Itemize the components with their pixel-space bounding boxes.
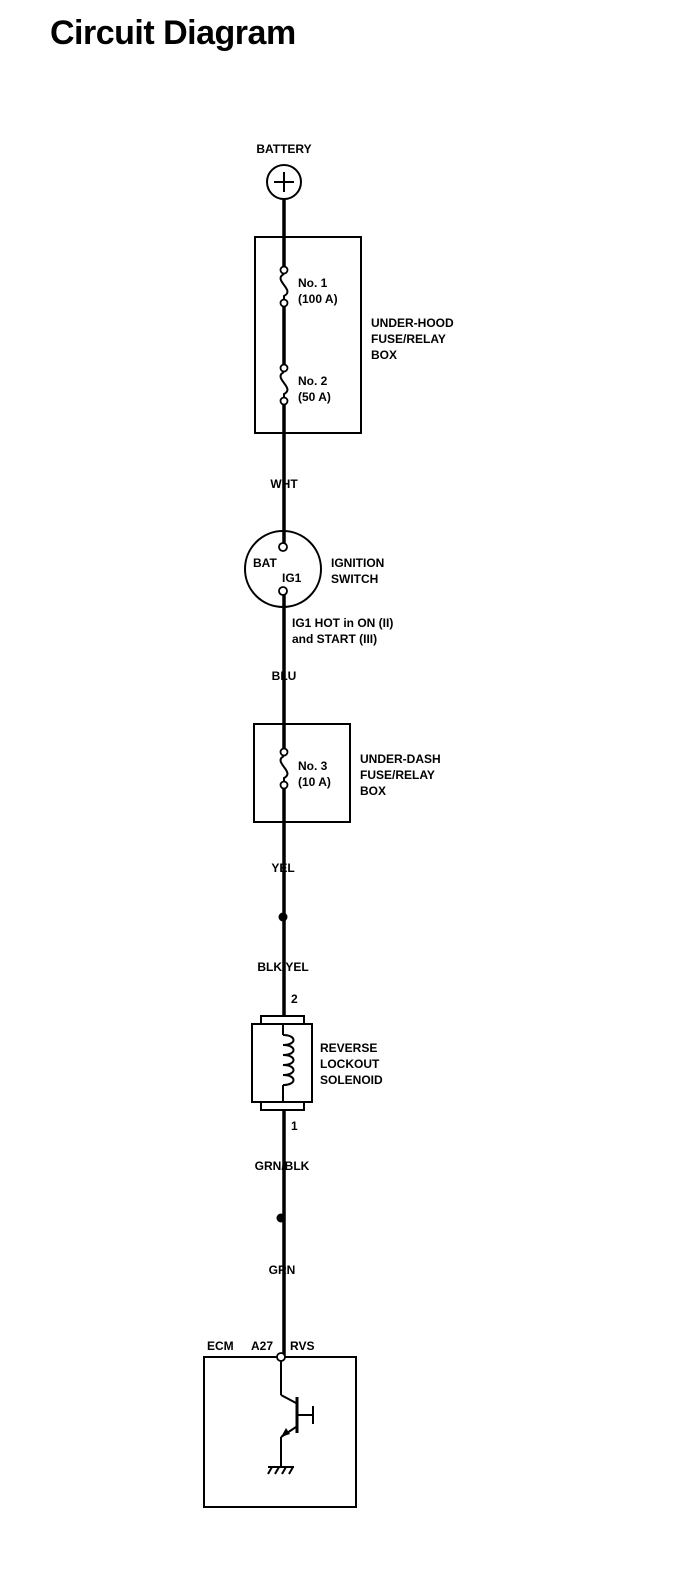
solenoid-label-line3: SOLENOID: [320, 1073, 383, 1087]
fuse-no3: No. 3 (10 A): [279, 747, 331, 790]
ecm-label: ECM: [207, 1339, 234, 1353]
under-hood-label-line2: FUSE/RELAY: [371, 332, 446, 346]
bat-terminal-contact: [278, 542, 288, 552]
fuse1-rating: (100 A): [298, 292, 338, 306]
under-dash-label-line2: FUSE/RELAY: [360, 768, 435, 782]
junction-dot: [276, 1213, 286, 1223]
under-hood-fuse-relay-box: No. 1 (100 A) No. 2 (50 A) UNDER-HOOD FU…: [254, 236, 454, 434]
under-hood-box-outline: [254, 236, 362, 434]
solenoid-pin-1: 1: [291, 1119, 298, 1133]
junction-dot: [278, 912, 288, 922]
bat-terminal-label: BAT: [253, 556, 277, 570]
page-title: Circuit Diagram: [50, 14, 296, 52]
solenoid-coil-icon: [282, 1034, 295, 1086]
ecm-pin-label: A27: [251, 1339, 273, 1353]
wire-label-grn-blk: GRN/BLK: [255, 1159, 310, 1173]
ignition-switch-label-line1: IGNITION: [331, 556, 384, 570]
solenoid-label-line2: LOCKOUT: [320, 1057, 380, 1071]
solenoid-pin-2: 2: [291, 992, 298, 1006]
under-hood-label-line3: BOX: [371, 348, 397, 362]
solenoid-connector-top: [260, 1015, 305, 1025]
fuse2-rating: (50 A): [298, 390, 331, 404]
under-hood-label-line1: UNDER-HOOD: [371, 316, 454, 330]
fuse1-name: No. 1: [298, 276, 328, 290]
fuse3-name: No. 3: [298, 759, 328, 773]
reverse-lockout-solenoid: 2 1 REVERSE LOCKOUT SOLENOID: [251, 992, 383, 1133]
ig1-note-line2: and START (III): [292, 632, 377, 646]
fuse-no2: No. 2 (50 A): [279, 363, 331, 406]
ig1-terminal-contact: [278, 586, 288, 596]
wire-label-blu: BLU: [272, 669, 297, 683]
under-dash-label-line1: UNDER-DASH: [360, 752, 441, 766]
battery-label: BATTERY: [256, 142, 311, 156]
battery: BATTERY: [256, 142, 312, 200]
ig1-note-line1: IG1 HOT in ON (II): [292, 616, 393, 630]
wire-label-grn: GRN: [269, 1263, 296, 1277]
solenoid-label-line1: REVERSE: [320, 1041, 377, 1055]
solenoid-connector-bottom: [260, 1101, 305, 1111]
ignition-switch-label-line2: SWITCH: [331, 572, 378, 586]
ignition-switch: BAT IG1 IGNITION SWITCH IG1 HOT in ON (I…: [244, 530, 393, 646]
fuse-no1: No. 1 (100 A): [279, 265, 338, 308]
wire-label-wht: WHT: [270, 477, 298, 491]
fuse2-name: No. 2: [298, 374, 328, 388]
ground-icon: [267, 1466, 294, 1475]
wire-label-blk-yel: BLK/YEL: [257, 960, 308, 974]
under-dash-box-outline: [253, 723, 351, 823]
wire-label-yel: YEL: [271, 861, 294, 875]
under-dash-label-line3: BOX: [360, 784, 386, 798]
fuse3-rating: (10 A): [298, 775, 331, 789]
under-dash-fuse-relay-box: No. 3 (10 A) UNDER-DASH FUSE/RELAY BOX: [253, 723, 441, 823]
ecm-signal-label: RVS: [290, 1339, 314, 1353]
transistor-icon: [280, 1361, 314, 1467]
ecm: ECM A27 RVS: [203, 1339, 357, 1508]
ig1-terminal-label: IG1: [282, 571, 302, 585]
ecm-terminal-contact: [276, 1352, 286, 1362]
ignition-switch-outline: [244, 530, 322, 608]
